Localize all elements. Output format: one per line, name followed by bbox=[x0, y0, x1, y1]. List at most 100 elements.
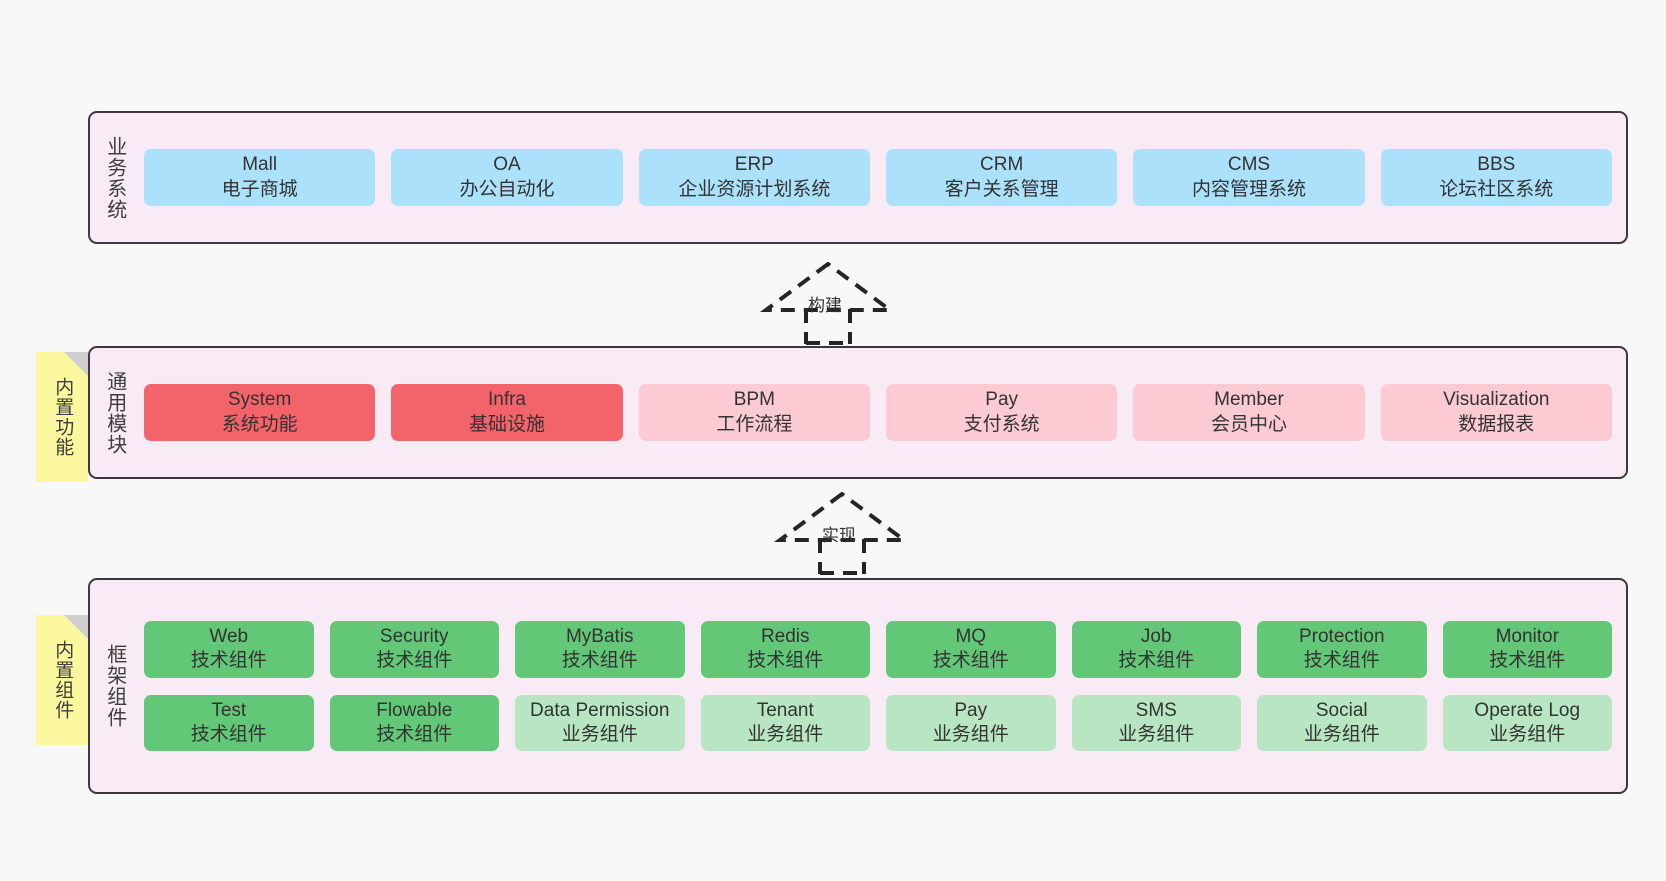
component-cell-mybatis[interactable]: MyBatis 技术组件 bbox=[515, 620, 685, 678]
component-cell-job[interactable]: Job 技术组件 bbox=[1071, 620, 1241, 678]
cell-title: Visualization bbox=[1443, 389, 1550, 411]
cell-title: Pay bbox=[985, 389, 1019, 411]
layer-framework-components-body: Web 技术组件 Security 技术组件 MyBatis 技术组件 Redi… bbox=[138, 580, 1626, 792]
business-cell-oa[interactable]: OA 办公自动化 bbox=[391, 149, 623, 206]
layer-row: Web 技术组件 Security 技术组件 MyBatis 技术组件 Redi… bbox=[144, 620, 1612, 678]
connector-build: 构建 bbox=[758, 261, 908, 345]
cell-title: SMS bbox=[1135, 699, 1177, 721]
connector-implement: 实现 bbox=[772, 491, 922, 575]
cell-title: MyBatis bbox=[565, 625, 634, 647]
module-cell-pay[interactable]: Pay 支付系统 bbox=[885, 384, 1118, 441]
cell-subtitle: 技术组件 bbox=[932, 650, 1009, 672]
cell-title: Protection bbox=[1298, 625, 1385, 647]
cell-title: Job bbox=[1140, 625, 1172, 647]
cell-subtitle: 业务组件 bbox=[932, 723, 1009, 745]
cell-subtitle: 数据报表 bbox=[1458, 413, 1535, 435]
component-cell-monitor[interactable]: Monitor 技术组件 bbox=[1442, 620, 1612, 678]
cell-title: CMS bbox=[1227, 154, 1271, 176]
component-cell-security[interactable]: Security 技术组件 bbox=[329, 620, 499, 678]
cell-title: Security bbox=[379, 625, 449, 647]
layer-row: System 系统功能 Infra 基础设施 BPM 工作流程 Pay 支付系统… bbox=[144, 384, 1612, 441]
cell-subtitle: 技术组件 bbox=[561, 650, 638, 672]
cell-title: Social bbox=[1315, 699, 1368, 721]
cell-subtitle: 会员中心 bbox=[1210, 413, 1287, 435]
component-cell-tenant[interactable]: Tenant 业务组件 bbox=[700, 694, 870, 752]
cell-subtitle: 业务组件 bbox=[1118, 723, 1195, 745]
module-cell-bpm[interactable]: BPM 工作流程 bbox=[638, 384, 870, 441]
layer-row: Mall 电子商城 OA 办公自动化 ERP 企业资源计划系统 CRM 客户关系… bbox=[144, 149, 1612, 206]
cell-subtitle: 业务组件 bbox=[561, 723, 638, 745]
layer-framework-components: 框架组件 Web 技术组件 Security 技术组件 MyBatis 技术组件… bbox=[88, 578, 1628, 794]
cell-title: Mall bbox=[242, 154, 278, 176]
note-builtin-components: 内置组件 bbox=[36, 615, 88, 745]
component-cell-test[interactable]: Test 技术组件 bbox=[144, 694, 314, 752]
cell-title: Infra bbox=[487, 389, 526, 411]
cell-title: Test bbox=[211, 699, 247, 721]
cell-title: Operate Log bbox=[1474, 699, 1581, 721]
business-cell-bbs[interactable]: BBS 论坛社区系统 bbox=[1380, 149, 1612, 206]
component-cell-web[interactable]: Web 技术组件 bbox=[144, 620, 314, 678]
generalization-arrow-icon bbox=[759, 261, 897, 345]
layer-business-systems-label: 业务系统 bbox=[103, 135, 126, 220]
component-cell-social[interactable]: Social 业务组件 bbox=[1257, 694, 1427, 752]
cell-subtitle: 技术组件 bbox=[1118, 650, 1195, 672]
component-cell-sms[interactable]: SMS 业务组件 bbox=[1071, 694, 1241, 752]
business-cell-erp[interactable]: ERP 企业资源计划系统 bbox=[638, 149, 870, 206]
module-cell-system[interactable]: System 系统功能 bbox=[144, 384, 376, 441]
layer-business-systems: 业务系统 Mall 电子商城 OA 办公自动化 ERP 企业资源计划系统 CRM… bbox=[88, 111, 1628, 244]
cell-title: OA bbox=[493, 154, 521, 176]
cell-subtitle: 业务组件 bbox=[1489, 723, 1566, 745]
layer-common-modules-label: 通用模块 bbox=[103, 370, 126, 455]
folded-corner-icon bbox=[64, 615, 88, 639]
cell-title: System bbox=[227, 389, 292, 411]
business-cell-crm[interactable]: CRM 客户关系管理 bbox=[885, 149, 1118, 206]
cell-subtitle: 客户关系管理 bbox=[944, 178, 1059, 200]
component-cell-redis[interactable]: Redis 技术组件 bbox=[700, 620, 870, 678]
component-cell-operate-log[interactable]: Operate Log 业务组件 bbox=[1442, 694, 1612, 752]
folded-corner-icon bbox=[64, 352, 88, 376]
cell-title: BPM bbox=[733, 389, 775, 411]
cell-subtitle: 企业资源计划系统 bbox=[678, 178, 831, 200]
cell-title: Member bbox=[1214, 389, 1284, 411]
module-cell-visualization[interactable]: Visualization 数据报表 bbox=[1380, 384, 1612, 441]
component-cell-flowable[interactable]: Flowable 技术组件 bbox=[329, 694, 499, 752]
cell-subtitle: 电子商城 bbox=[221, 178, 298, 200]
cell-subtitle: 基础设施 bbox=[468, 413, 545, 435]
cell-title: Data Permission bbox=[530, 699, 670, 721]
cell-subtitle: 办公自动化 bbox=[459, 178, 555, 200]
cell-title: ERP bbox=[734, 154, 774, 176]
cell-title: CRM bbox=[980, 154, 1024, 176]
layer-row: Test 技术组件 Flowable 技术组件 Data Permission … bbox=[144, 694, 1612, 752]
layer-common-modules-body: System 系统功能 Infra 基础设施 BPM 工作流程 Pay 支付系统… bbox=[138, 348, 1626, 477]
module-cell-infra[interactable]: Infra 基础设施 bbox=[391, 384, 623, 441]
cell-title: Tenant bbox=[756, 699, 814, 721]
cell-title: Monitor bbox=[1495, 625, 1559, 647]
cell-title: MQ bbox=[955, 625, 987, 647]
cell-title: Pay bbox=[954, 699, 988, 721]
business-cell-mall[interactable]: Mall 电子商城 bbox=[144, 149, 376, 206]
note-builtin-components-label: 内置组件 bbox=[52, 640, 74, 720]
cell-subtitle: 技术组件 bbox=[1489, 650, 1566, 672]
cell-subtitle: 技术组件 bbox=[376, 723, 453, 745]
business-cell-cms[interactable]: CMS 内容管理系统 bbox=[1133, 149, 1365, 206]
cell-subtitle: 技术组件 bbox=[190, 723, 267, 745]
component-cell-mq[interactable]: MQ 技术组件 bbox=[886, 620, 1056, 678]
cell-subtitle: 技术组件 bbox=[376, 650, 453, 672]
cell-subtitle: 业务组件 bbox=[747, 723, 824, 745]
cell-subtitle: 内容管理系统 bbox=[1191, 178, 1306, 200]
layer-business-systems-body: Mall 电子商城 OA 办公自动化 ERP 企业资源计划系统 CRM 客户关系… bbox=[138, 113, 1626, 242]
connector-implement-label: 实现 bbox=[822, 526, 856, 545]
note-builtin-features-label: 内置功能 bbox=[52, 377, 74, 457]
cell-subtitle: 技术组件 bbox=[1303, 650, 1380, 672]
generalization-arrow-icon bbox=[773, 491, 911, 575]
cell-subtitle: 工作流程 bbox=[716, 413, 793, 435]
cell-subtitle: 支付系统 bbox=[963, 413, 1040, 435]
layer-common-modules: 通用模块 System 系统功能 Infra 基础设施 BPM 工作流程 Pay… bbox=[88, 346, 1628, 479]
module-cell-member[interactable]: Member 会员中心 bbox=[1133, 384, 1365, 441]
component-cell-data-permission[interactable]: Data Permission 业务组件 bbox=[515, 694, 685, 752]
cell-title: Flowable bbox=[376, 699, 453, 721]
component-cell-protection[interactable]: Protection 技术组件 bbox=[1257, 620, 1427, 678]
component-cell-pay[interactable]: Pay 业务组件 bbox=[886, 694, 1056, 752]
cell-title: Redis bbox=[760, 625, 810, 647]
